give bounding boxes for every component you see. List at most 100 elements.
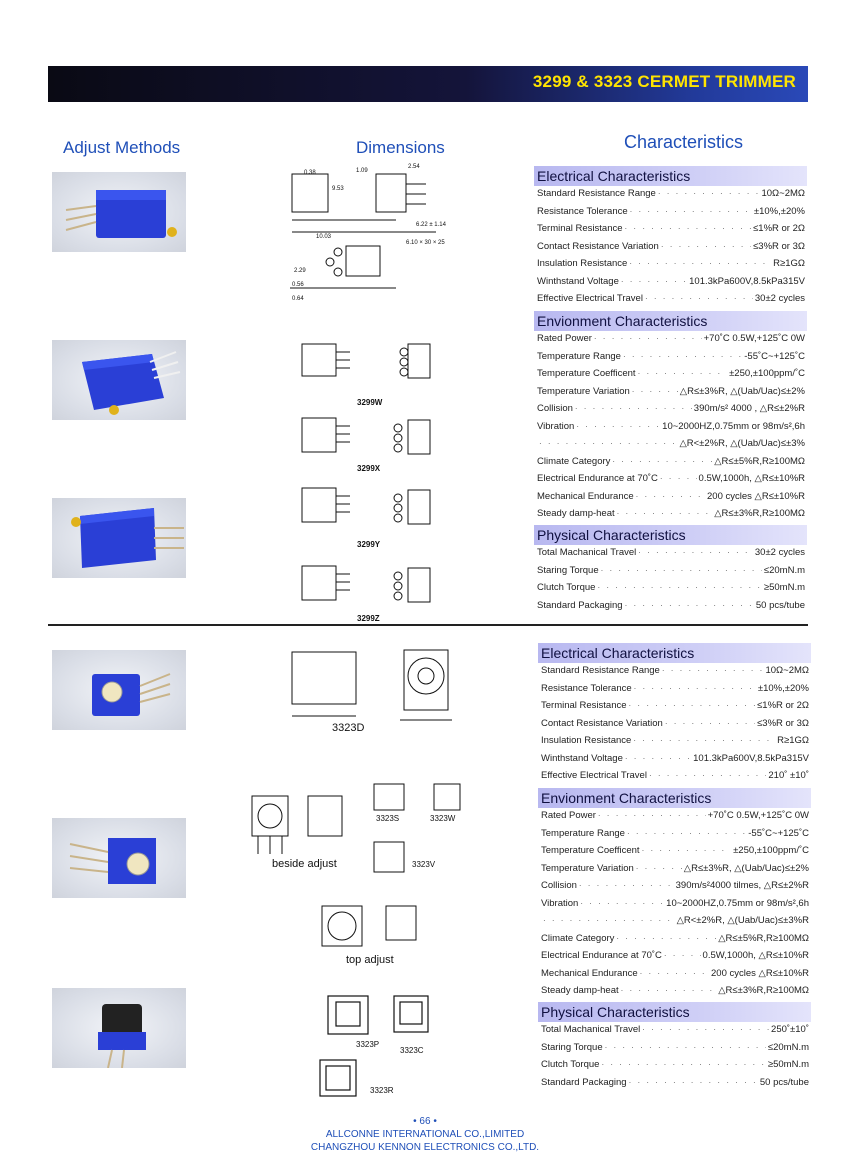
company-name-2: CHANGZHOU KENNON ELECTRONICS CO.,LTD.: [310, 1142, 540, 1153]
spec-label: Standard Resistance Range: [537, 188, 656, 199]
leader-dots: [605, 1043, 766, 1052]
leader-dots: [601, 566, 762, 575]
leader-dots: [576, 422, 660, 431]
spec-row: Steady damp-heat△R≤±3%R,R≥100MΩ: [537, 508, 805, 526]
spec-label: Resistance Tolerance: [541, 682, 632, 694]
spec-value: 0.5W,1000h, △R≤±10%R: [698, 473, 805, 484]
spec-row: Steady damp-heat△R≤±3%R,R≥100MΩ: [541, 985, 809, 1003]
spec-label: Terminal Resistance: [541, 700, 627, 711]
spec-label: Insulation Resistance: [541, 735, 632, 746]
lower-electrical-heading: Electrical Characteristics: [538, 643, 811, 663]
spec-row: Terminal Resistance≤1%R or 2Ω: [537, 223, 805, 241]
leader-dots: [617, 509, 713, 518]
leader-dots: [612, 457, 712, 466]
leader-dots: [638, 548, 753, 557]
spec-value: ≤3%R or 3Ω: [753, 240, 805, 252]
leader-dots: [634, 684, 756, 693]
spec-label: Temperature Coefficent: [537, 368, 636, 379]
spec-label: Collision: [537, 403, 573, 414]
leader-dots: [627, 829, 746, 838]
spec-row: Temperature Range-55˚C~+125˚C: [541, 828, 809, 846]
spec-row: Standard Packaging50 pcs/tube: [541, 1077, 809, 1095]
spec-row: Contact Resistance Variation≤3%R or 3Ω: [541, 718, 809, 736]
leader-dots: [621, 277, 687, 286]
label-3299w: 3299W: [357, 398, 383, 407]
dimension-drawing-3299x: [301, 417, 431, 455]
spec-value: ≤3%R or 3Ω: [757, 717, 809, 729]
spec-label: Terminal Resistance: [537, 223, 623, 234]
leader-dots: [658, 189, 760, 198]
leader-dots: [665, 719, 755, 728]
spec-row: △R<±2%R, △(Uab/Uac)≤±3%: [537, 438, 805, 456]
dimension-drawing-3299w: [301, 343, 431, 379]
spec-value: △R≤±5%R,R≥100MΩ: [714, 455, 805, 467]
spec-row: Staring Torque≤20mN.m: [537, 565, 805, 583]
spec-row: △R<±2%R, △(Uab/Uac)≤±3%R: [541, 915, 809, 933]
spec-label: Insulation Resistance: [537, 258, 628, 269]
spec-label: Temperature Range: [541, 827, 625, 839]
leader-dots: [632, 387, 678, 396]
upper-environment-rows: Rated Power+70˚C 0.5W,+125˚C 0WTemperatu…: [537, 333, 805, 526]
spec-label: Mechanical Endurance: [537, 490, 634, 502]
spec-value: 390m/s²4000 tilmes, △R≤±2%R: [675, 880, 809, 891]
spec-row: Temperature Range-55˚C~+125˚C: [537, 351, 805, 369]
leader-dots: [616, 934, 716, 943]
svg-text:2.29: 2.29: [294, 268, 306, 274]
leader-dots: [629, 259, 771, 268]
leader-dots: [642, 1025, 769, 1034]
spec-row: Resistance Tolerance±10%,±20%: [541, 683, 809, 701]
leader-dots: [621, 986, 717, 995]
spec-row: Clutch Torque≥50mN.m: [541, 1059, 809, 1077]
spec-value: ≤1%R or 2Ω: [757, 700, 809, 711]
spec-label: Total Machanical Travel: [541, 1024, 641, 1035]
spec-label: Rated Power: [537, 333, 592, 344]
spec-row: Vibration10~2000HZ,0.75mm or 98m/s²,6h: [541, 898, 809, 916]
label-3299y: 3299Y: [357, 540, 381, 549]
adjust-methods-heading: Adjust Methods: [63, 138, 181, 157]
spec-row: Electrical Endurance at 70˚C0.5W,1000h, …: [541, 950, 809, 968]
leader-dots: [638, 369, 728, 378]
spec-label: Effective Electrical Travel: [537, 293, 643, 304]
leader-dots: [645, 294, 753, 303]
leader-dots: [594, 334, 702, 343]
spec-value: R≥1GΩ: [777, 735, 809, 746]
trimmer-photo-6: [52, 988, 186, 1068]
leader-dots: [664, 951, 701, 960]
spec-label: Staring Torque: [537, 564, 599, 576]
lower-environment-rows: Rated Power+70˚C 0.5W,+125˚C 0WTemperatu…: [541, 810, 809, 1003]
spec-row: Temperature Coefficent±250,±100ppm/˚C: [541, 845, 809, 863]
spec-row: Clutch Torque≥50mN.m: [537, 582, 805, 600]
spec-label: Standard Resistance Range: [541, 665, 660, 676]
label-3299z: 3299Z: [357, 614, 380, 623]
spec-value: △R≤±5%R,R≥100MΩ: [718, 932, 809, 944]
svg-text:1.09: 1.09: [356, 168, 368, 174]
spec-value: ≥50mN.m: [767, 1059, 809, 1070]
spec-row: Rated Power+70˚C 0.5W,+125˚C 0W: [537, 333, 805, 351]
spec-label: Collision: [541, 880, 577, 891]
spec-value: ±250,±100ppm/˚C: [729, 368, 805, 379]
spec-label: Standard Packaging: [541, 1076, 627, 1088]
spec-label: Vibration: [537, 420, 575, 432]
svg-text:0.38: 0.38: [304, 170, 316, 176]
spec-value: ±10%,±20%: [753, 205, 805, 217]
svg-text:0.64: 0.64: [292, 296, 304, 300]
upper-electrical-rows: Standard Resistance Range10Ω~2MΩResistan…: [537, 188, 805, 311]
spec-label: Vibration: [541, 897, 579, 909]
spec-label: Temperature Range: [537, 350, 621, 362]
leader-dots: [625, 601, 754, 610]
svg-text:10.03: 10.03: [316, 234, 332, 240]
spec-value: △R≤±3%R, △(Uab/Uac)≤±2%: [683, 862, 809, 874]
spec-label: Mechanical Endurance: [541, 967, 638, 979]
spec-label: Temperature Variation: [541, 862, 634, 874]
spec-label: Standard Packaging: [537, 599, 623, 611]
header-banner: 3299 & 3323 CERMET TRIMMER: [48, 66, 808, 102]
leader-dots: [662, 666, 764, 675]
spec-row: Effective Electrical Travel30±2 cycles: [537, 293, 805, 311]
dimension-drawing-3323d: [291, 649, 452, 721]
spec-label: Resistance Tolerance: [537, 205, 628, 217]
spec-row: Climate Category△R≤±5%R,R≥100MΩ: [537, 456, 805, 474]
trimmer-photo-3: [52, 498, 186, 578]
spec-row: Vibration10~2000HZ,0.75mm or 98m/s²,6h: [537, 421, 805, 439]
leader-dots: [640, 969, 709, 978]
